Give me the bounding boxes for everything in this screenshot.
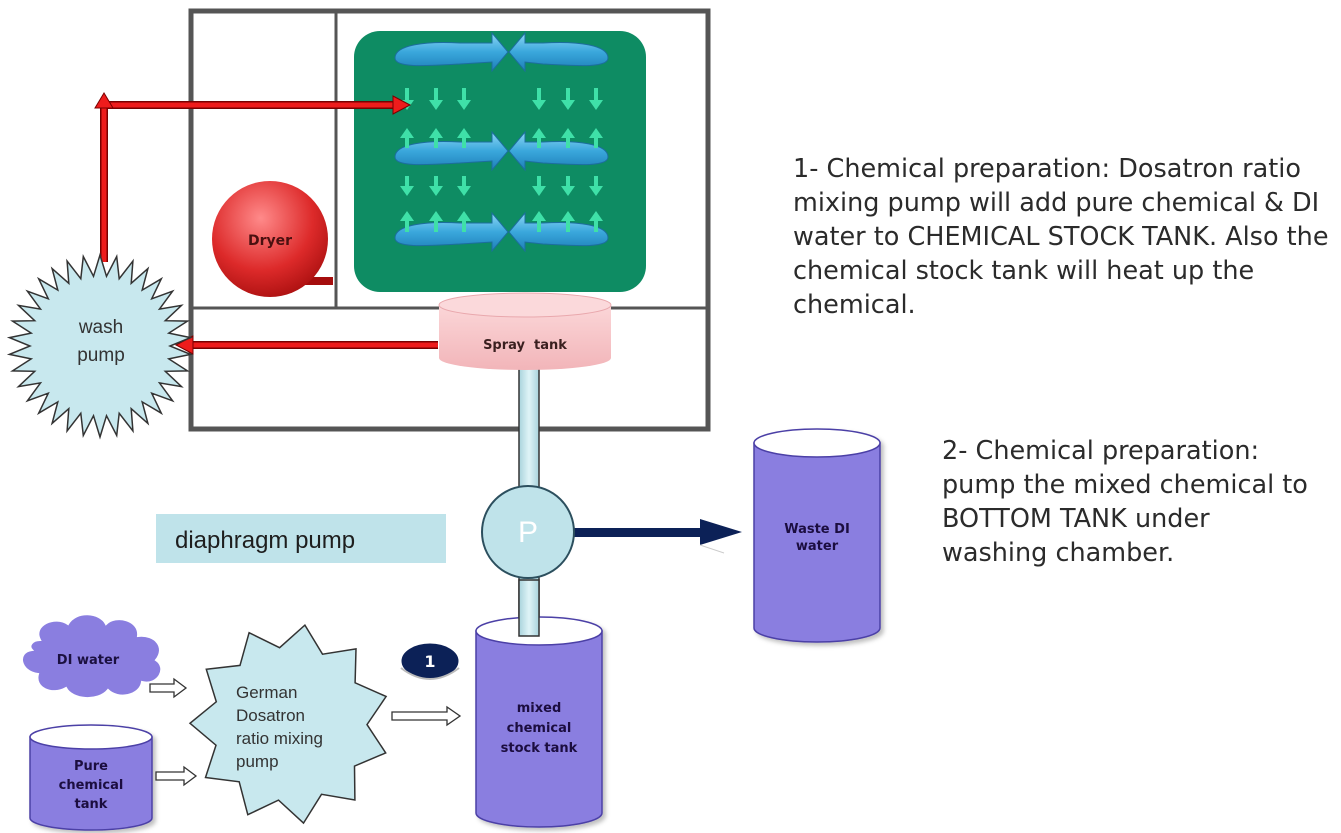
step-badge-1: 1 [398, 640, 462, 682]
wash-pump-label-line1: wash [78, 317, 123, 338]
dosatron-label-line2: Dosatron [236, 706, 305, 725]
diaphragm-pump-label: diaphragm pump [175, 527, 355, 554]
dosatron-mixing-pump: German Dosatron ratio mixing pump [188, 623, 388, 825]
pure-tank-label-line1: Pure [74, 759, 108, 774]
spray-flow-arrows [400, 88, 603, 232]
swirl-arrow-left [508, 31, 609, 73]
waste-flow-arrow [574, 519, 742, 554]
spray-tank: Spray tank [438, 292, 612, 370]
waste-di-water-tank: Waste DI water [753, 428, 881, 643]
mixed-tank-label-line2: chemical [507, 721, 572, 736]
pure-tank-label-line3: tank [75, 797, 108, 812]
waste-tank-label-line2: water [796, 539, 839, 554]
mixed-chemical-stock-tank: mixed chemical stock tank [475, 616, 603, 828]
pure-chemical-tank: Pure chemical tank [29, 724, 153, 831]
step-badge-number: 1 [424, 652, 435, 671]
note-step-1: 1- Chemical preparation: Dosatron ratio … [793, 154, 1329, 320]
dryer-label: Dryer [248, 233, 292, 249]
arrow-di-to-dosatron [149, 677, 188, 699]
pure-tank-label-line2: chemical [59, 778, 124, 793]
pump-p-label: P [518, 516, 538, 549]
dosatron-label-line4: pump [236, 752, 279, 771]
waste-tank-label-line1: Waste DI [784, 522, 850, 537]
arrow-pure-to-dosatron [155, 765, 198, 787]
wash-pump: wash pump [6, 252, 194, 440]
diaphragm-pump-label-box: diaphragm pump [156, 514, 446, 563]
mixed-tank-label-line1: mixed [517, 701, 562, 716]
pipe-into-tank [518, 579, 540, 637]
spray-tank-label: Spray tank [483, 338, 567, 353]
mixed-tank-label-line3: stock tank [501, 741, 578, 756]
note-step-2: 2- Chemical preparation: pump the mixed … [942, 436, 1308, 568]
swirl-arrows [394, 31, 609, 253]
dryer: Dryer [212, 181, 333, 297]
dosatron-label-line3: ratio mixing [236, 729, 323, 748]
red-supply-pipe [94, 92, 412, 262]
wash-pump-label-line2: pump [77, 345, 125, 366]
hollow-flow-arrows [149, 677, 462, 787]
arrow-dosatron-to-mixed [391, 705, 462, 727]
swirl-arrow-right [394, 31, 509, 73]
di-water-label: DI water [57, 653, 120, 668]
di-water-cloud: DI water [21, 613, 163, 699]
red-return-pipe [174, 335, 438, 355]
dosatron-label-line1: German [236, 683, 297, 702]
pump-p: P [481, 485, 575, 579]
